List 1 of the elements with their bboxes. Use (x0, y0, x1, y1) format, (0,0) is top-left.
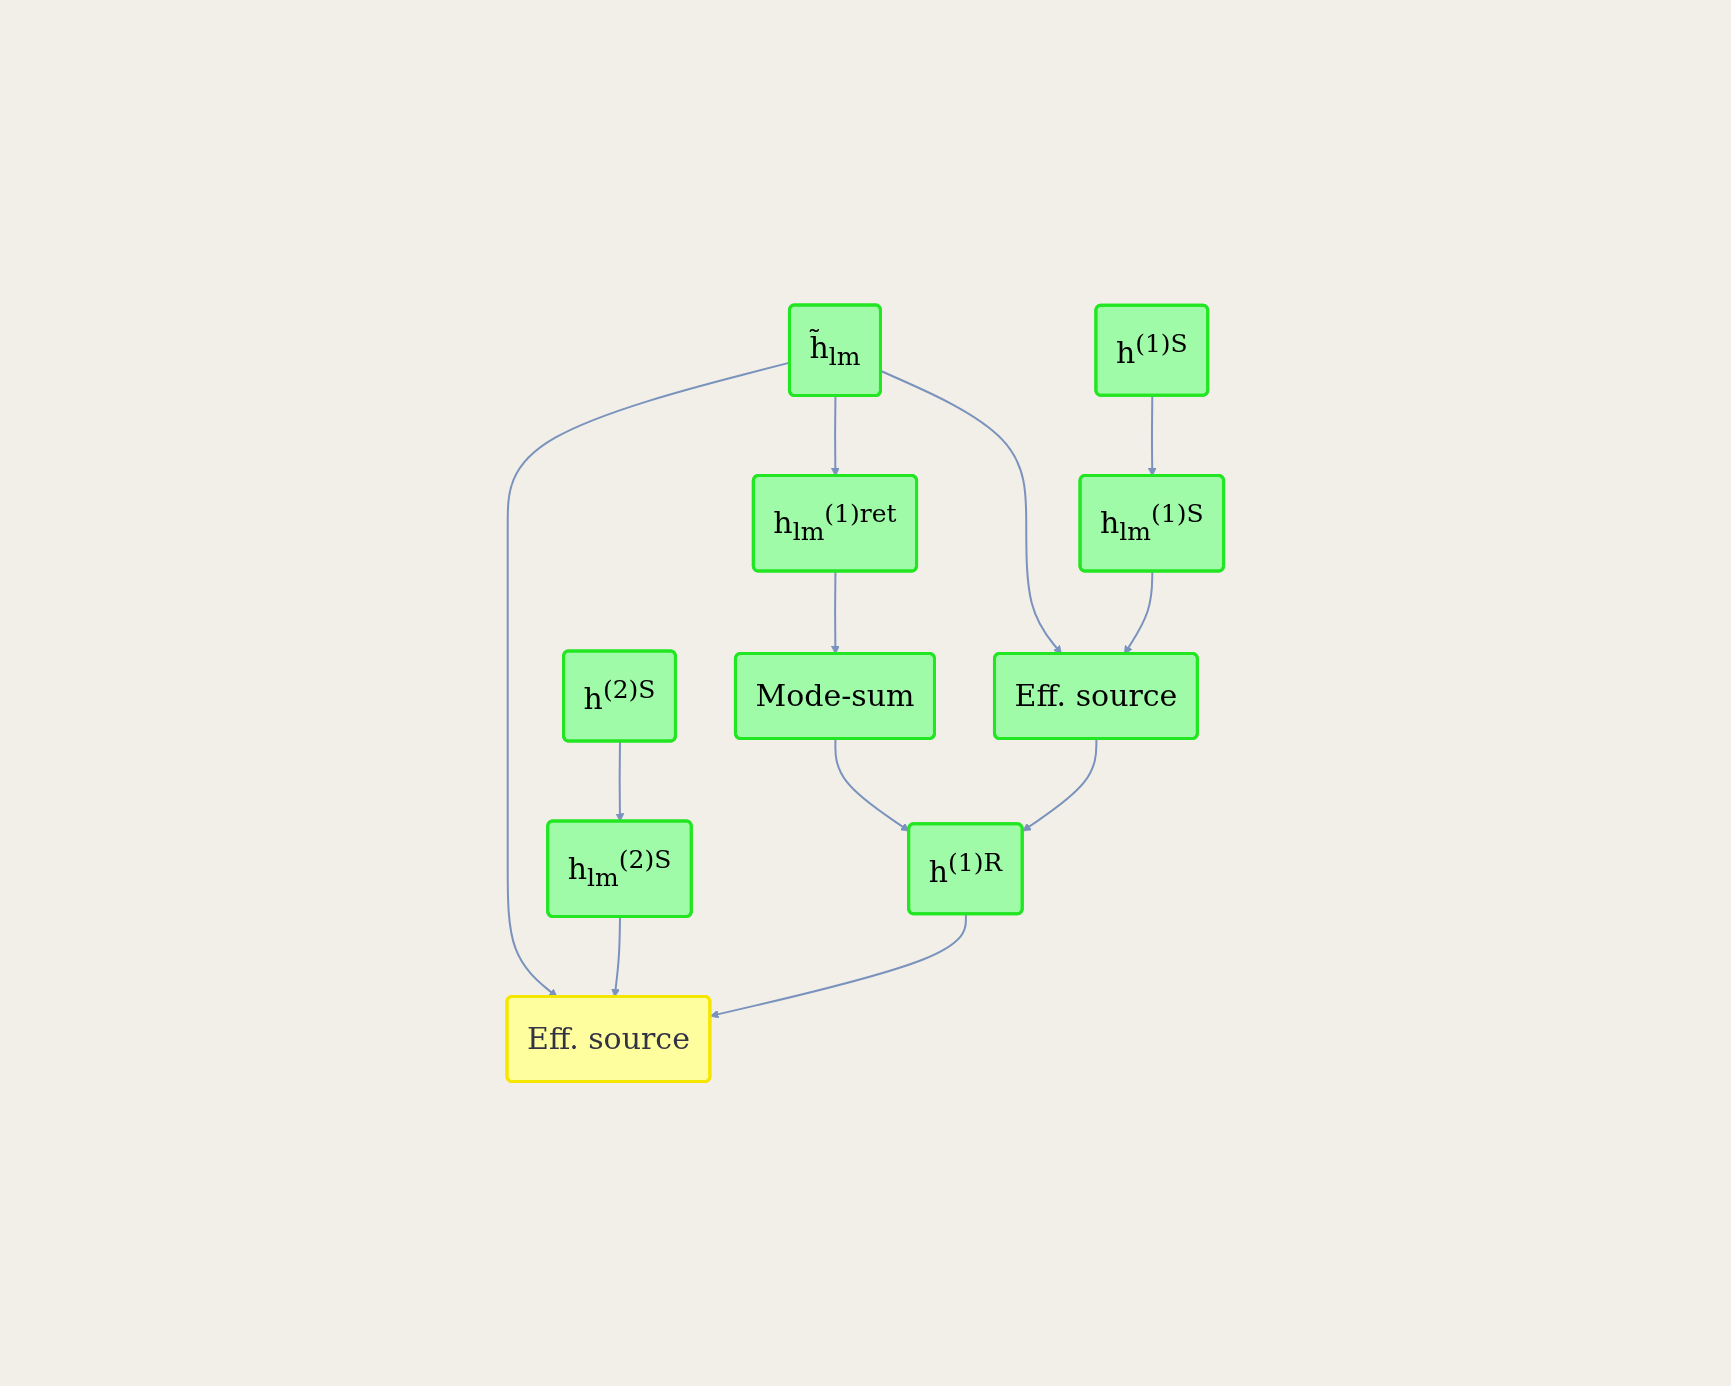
arrow (710, 913, 968, 1019)
